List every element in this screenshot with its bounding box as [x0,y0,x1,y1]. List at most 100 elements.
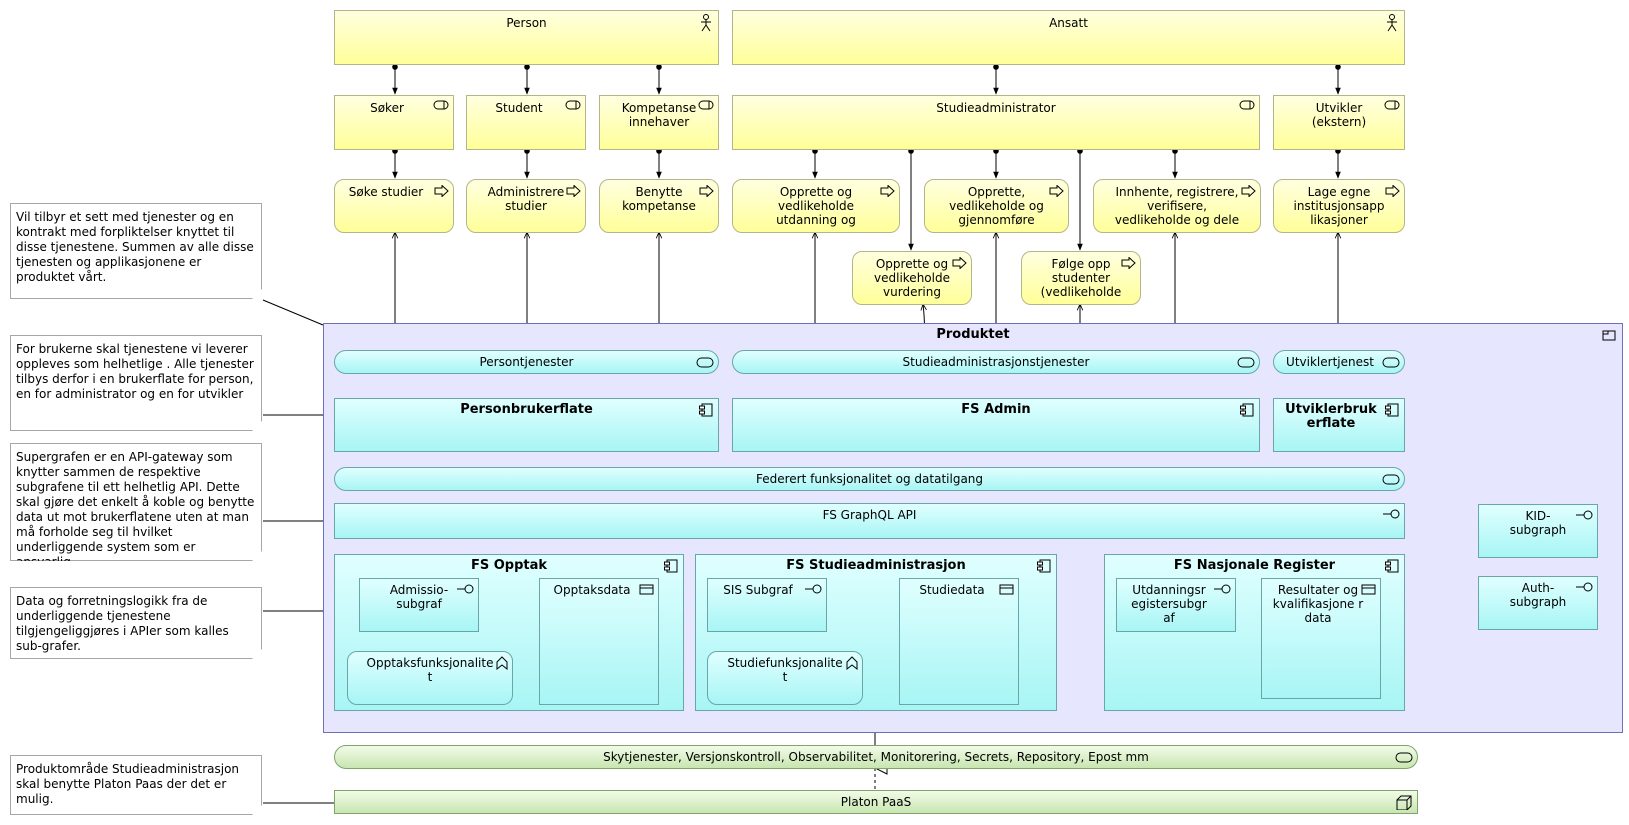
service-arrow-icon [1121,257,1136,269]
component-personbrukerflate-label: Personbrukerflate [460,402,593,417]
role-kompetanse-label: Kompetanse innehaver [621,101,697,129]
service-arrow-icon [1385,185,1400,197]
interface-admissio-subgraf-label: Admissio-subgraf [389,583,449,611]
service-soke-studier-label: Søke studier [348,185,424,199]
service-persontjenester[interactable]: Persontjenester [334,350,719,374]
service-opprette-gjennomfore-label: Opprette, vedlikeholde og gjennomføre [949,185,1044,227]
note-platon: Produktområde Studieadministrasjon skal … [10,755,262,815]
service-lage-egne-label: Lage egne institusjonsapp likasjoner [1293,185,1385,227]
role-student-label: Student [495,101,543,115]
note-produkt: Vil tilbyr et sett med tjenester og en k… [10,203,262,299]
interface-icon [1576,582,1593,592]
function-opptaksfunksjonalitet[interactable]: Opptaksfunksjonalite t [347,651,513,705]
service-lage-egne[interactable]: Lage egne institusjonsapp likasjoner [1273,179,1405,233]
service-icon [1382,474,1400,485]
interface-icon [1214,584,1231,594]
interface-icon [457,584,474,594]
interface-admissio-subgraf[interactable]: Admissio-subgraf [359,578,479,632]
component-fs-admin[interactable]: FS Admin [732,398,1260,452]
produkt-title: Produktet [936,327,1010,342]
service-administrere-studier[interactable]: Administrere studier [466,179,586,233]
interface-icon [1576,510,1593,520]
service-arrow-icon [699,185,714,197]
function-studiefunksjonalitet[interactable]: Studiefunksjonalite t [707,651,863,705]
data-opptaksdata[interactable]: Opptaksdata [539,578,659,705]
interface-auth-subgraph[interactable]: Auth-subgraph [1478,576,1598,630]
service-utviklertjenester[interactable]: Utviklertjenest [1273,350,1405,374]
node-platon-paas-label: Platon PaaS [840,795,912,809]
data-object-icon [639,584,654,595]
interface-sis-subgraf-label: SIS Subgraf [723,583,793,597]
role-soker-label: Søker [370,101,404,115]
function-studiefunksjonalitet-label: Studiefunksjonalite t [727,656,843,684]
interface-kid-subgraph-label: KID-subgraph [1509,509,1567,537]
function-opptaksfunksjonalitet-label: Opptaksfunksjonalite t [366,656,494,684]
grouping-icon [1602,330,1616,341]
interface-sis-subgraf[interactable]: SIS Subgraf [707,578,827,632]
service-benytte-kompetanse-label: Benytte kompetanse [622,185,696,213]
node-platon-paas[interactable]: Platon PaaS [334,790,1418,814]
service-administrere-studier-label: Administrere studier [487,185,565,213]
role-utvikler[interactable]: Utvikler (ekstern) [1273,95,1405,150]
service-innhente-registrere-label: Innhente, registrere, verifisere, vedlik… [1114,185,1240,227]
service-soke-studier[interactable]: Søke studier [334,179,454,233]
component-icon [1037,559,1051,573]
service-federert-funksjonalitet-label: Federert funksjonalitet og datatilgang [755,472,984,486]
interface-fs-graphql-api-label: FS GraphQL API [822,508,917,522]
actor-person-label: Person [506,16,547,30]
service-innhente-registrere[interactable]: Innhente, registrere, verifisere, vedlik… [1093,179,1261,233]
component-personbrukerflate[interactable]: Personbrukerflate [334,398,719,452]
service-benytte-kompetanse[interactable]: Benytte kompetanse [599,179,719,233]
service-federert-funksjonalitet[interactable]: Federert funksjonalitet og datatilgang [334,467,1405,491]
service-studieadministrasjonstjenester[interactable]: Studieadministrasjonstjenester [732,350,1260,374]
service-utviklertjenester-label: Utviklertjenest [1286,355,1374,369]
node-icon [1396,795,1412,810]
actor-person[interactable]: Person [334,10,719,65]
service-persontjenester-label: Persontjenester [479,355,574,369]
component-utviklerbrukerflate-label: Utviklerbruk erflate [1285,402,1377,431]
interface-icon [805,584,822,594]
role-icon [1239,100,1255,110]
role-kompetanse[interactable]: Kompetanse innehaver [599,95,719,150]
role-student[interactable]: Student [466,95,586,150]
role-icon [565,100,581,110]
service-icon [1237,357,1255,368]
data-object-icon [1361,584,1376,595]
interface-utdanningsregister-subgraf-label: Utdanningsr egistersubgr af [1131,583,1207,625]
service-folge-opp[interactable]: Følge opp studenter (vedlikeholde [1021,251,1141,305]
role-soker[interactable]: Søker [334,95,454,150]
service-skytjenester-label: Skytjenester, Versjonskontroll, Observab… [603,750,1149,764]
interface-fs-graphql-api[interactable]: FS GraphQL API [334,503,1405,539]
service-arrow-icon [880,185,895,197]
component-utviklerbrukerflate[interactable]: Utviklerbruk erflate [1273,398,1405,452]
service-vurdering-label: Opprette og vedlikeholde vurdering [874,257,950,299]
actor-icon [701,14,711,32]
interface-kid-subgraph[interactable]: KID-subgraph [1478,504,1598,558]
role-icon [698,100,714,110]
actor-ansatt[interactable]: Ansatt [732,10,1405,65]
service-arrow-icon [566,185,581,197]
data-studiedata-label: Studiedata [919,583,985,597]
function-icon [496,656,508,670]
component-fs-studieadministrasjon-label: FS Studieadministrasjon [786,558,966,573]
actor-icon [1387,14,1397,32]
role-utvikler-label: Utvikler (ekstern) [1311,101,1367,129]
service-opprette-gjennomfore[interactable]: Opprette, vedlikeholde og gjennomføre [924,179,1069,233]
note-brukerflate: For brukerne skal tjenestene vi leverer … [10,335,262,431]
function-icon [846,656,858,670]
interface-utdanningsregister-subgraf[interactable]: Utdanningsr egistersubgr af [1116,578,1236,632]
component-fs-nasjonale-register-label: FS Nasjonale Register [1173,558,1336,573]
interface-icon [1383,509,1400,519]
note-supergraf: Supergrafen er en API-gateway som knytte… [10,443,262,561]
service-vurdering[interactable]: Opprette og vedlikeholde vurdering [852,251,972,305]
data-studiedata[interactable]: Studiedata [899,578,1019,705]
service-skytjenester[interactable]: Skytjenester, Versjonskontroll, Observab… [334,745,1418,769]
data-resultater-kvalifikasjoner[interactable]: Resultater og kvalifikasjone r data [1261,578,1381,699]
note-subgrafer: Data og forretningslogikk fra de underli… [10,587,262,659]
service-opprette-utdanning[interactable]: Opprette og vedlikeholde utdanning og [732,179,900,233]
service-arrow-icon [434,185,449,197]
component-icon [699,403,713,417]
component-icon [664,559,678,573]
role-studieadministrator[interactable]: Studieadministrator [732,95,1260,150]
component-icon [1385,403,1399,417]
